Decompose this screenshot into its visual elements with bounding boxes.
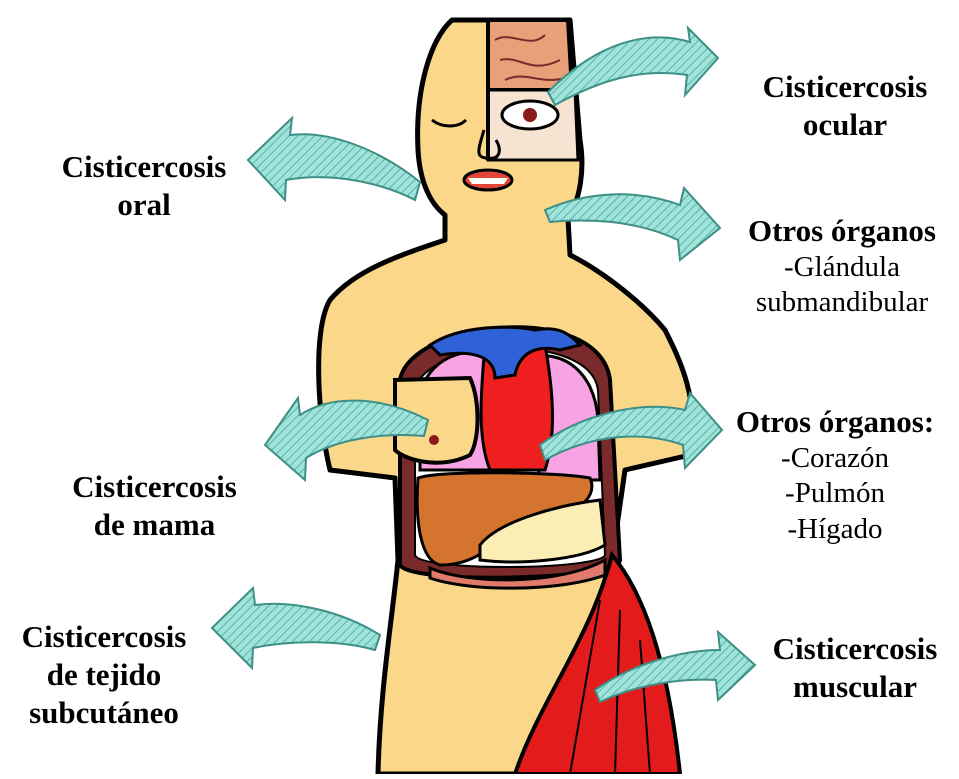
label-oral-line2: oral: [44, 186, 244, 224]
nipple: [429, 435, 439, 445]
label-muscular-line2: muscular: [755, 668, 955, 706]
label-glandula: Otros órganos -Glándula submandibular: [728, 212, 956, 321]
label-muscular: Cisticercosis muscular: [755, 630, 955, 706]
label-subcutaneo: Cisticercosis de tejido subcutáneo: [4, 618, 204, 731]
label-ocular-line1: Cisticercosis: [740, 68, 950, 106]
label-subcutaneo-line3: subcutáneo: [4, 694, 204, 732]
label-subcutaneo-line2: de tejido: [4, 656, 204, 694]
label-subcutaneo-line1: Cisticercosis: [4, 618, 204, 656]
label-glandula-title: Otros órganos: [728, 212, 956, 250]
label-organos: Otros órganos: -Corazón -Pulmón -Hígado: [716, 403, 954, 547]
label-oral: Cisticercosis oral: [44, 148, 244, 224]
label-glandula-item1: -Glándula: [728, 250, 956, 285]
label-organos-item1: -Corazón: [716, 441, 954, 476]
label-mama: Cisticercosis de mama: [52, 468, 257, 544]
label-muscular-line1: Cisticercosis: [755, 630, 955, 668]
arrow-subcutaneo: [212, 588, 380, 668]
label-ocular-line2: ocular: [740, 106, 950, 144]
label-mama-line1: Cisticercosis: [52, 468, 257, 506]
label-glandula-item2: submandibular: [728, 285, 956, 320]
label-mama-line2: de mama: [52, 506, 257, 544]
label-oral-line1: Cisticercosis: [44, 148, 244, 186]
label-organos-item2: -Pulmón: [716, 476, 954, 511]
teeth: [468, 178, 508, 184]
label-organos-title: Otros órganos:: [716, 403, 954, 441]
label-ocular: Cisticercosis ocular: [740, 68, 950, 144]
label-organos-item3: -Hígado: [716, 512, 954, 547]
pupil: [523, 108, 537, 122]
arrow-oral: [248, 118, 420, 200]
